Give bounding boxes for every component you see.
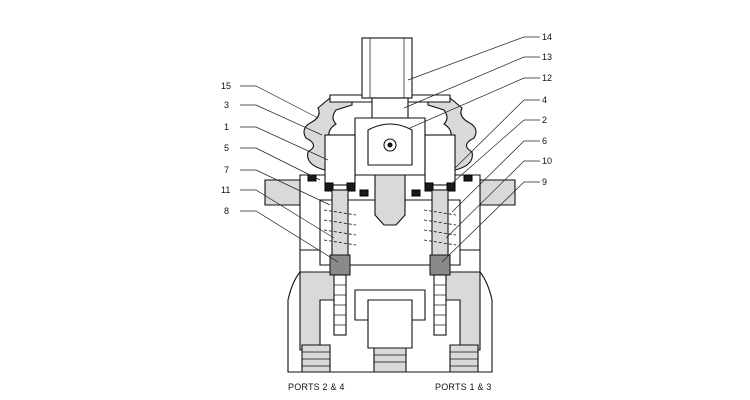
callout-7: 7	[224, 165, 229, 175]
callouts-left: 15 3 1 5 7 11 8	[221, 81, 231, 216]
leader-lines	[240, 36, 540, 263]
callout-4: 4	[542, 95, 547, 105]
callout-2: 2	[542, 115, 547, 125]
callout-15: 15	[221, 81, 231, 91]
callout-14: 14	[542, 32, 552, 42]
callout-13: 13	[542, 52, 552, 62]
left-valve-spool	[323, 134, 357, 336]
plunger-assembly	[354, 37, 426, 226]
callout-5: 5	[224, 143, 229, 153]
callout-12: 12	[542, 73, 552, 83]
callout-8: 8	[224, 206, 229, 216]
ports-right-label: PORTS 1 & 3	[435, 382, 492, 392]
ports-left-label: PORTS 2 & 4	[288, 382, 345, 392]
callout-11: 11	[221, 185, 230, 195]
callout-6: 6	[542, 136, 547, 146]
right-valve-spool	[423, 134, 457, 336]
seal-rings	[307, 174, 473, 197]
callout-10: 10	[542, 156, 552, 166]
callout-1: 1	[224, 122, 229, 132]
callouts-right: 14 13 12 4 2 6 10 9	[542, 32, 552, 187]
callout-9: 9	[542, 177, 547, 187]
callout-3: 3	[224, 100, 229, 110]
